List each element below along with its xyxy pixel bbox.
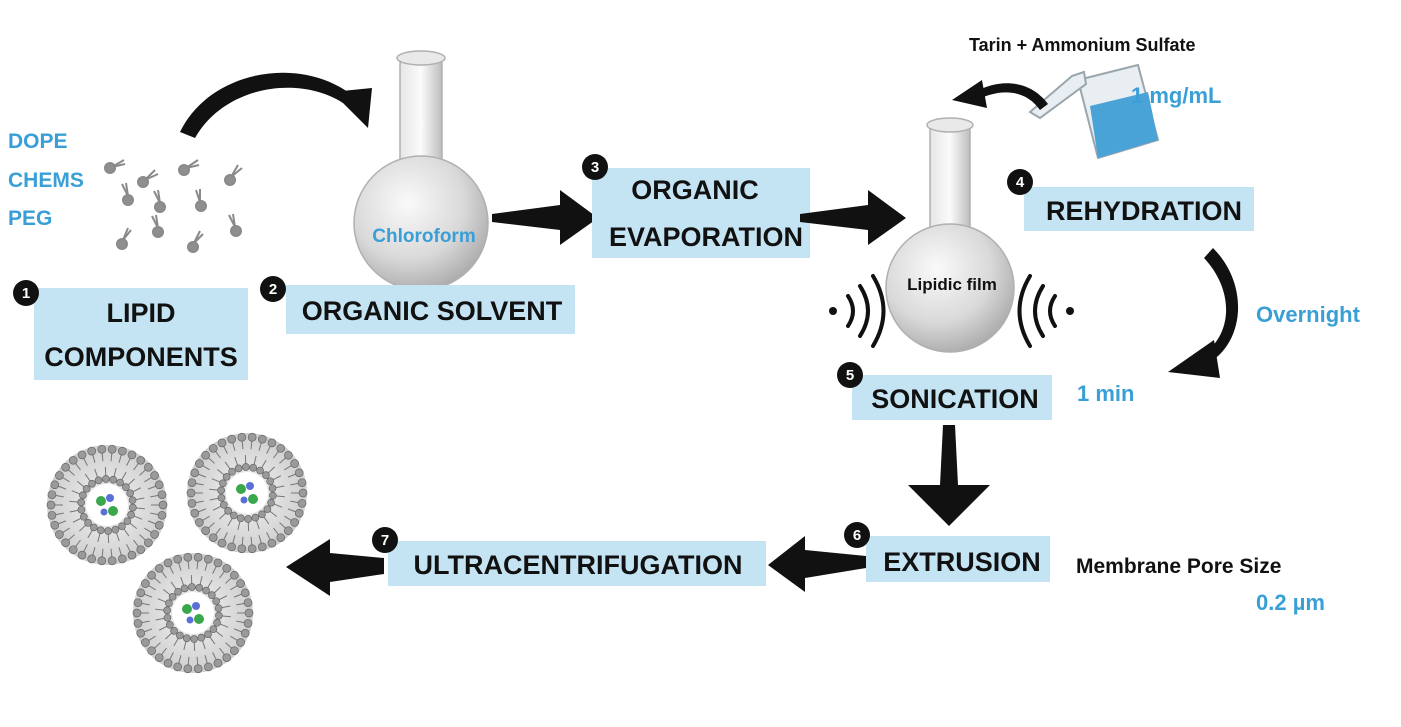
- step-3-number: 3: [591, 159, 599, 176]
- liposome-vesicle: [133, 553, 253, 673]
- flask-label-lipidic-film: Lipidic film: [907, 275, 997, 294]
- round-flask-icon: [354, 51, 488, 290]
- step-1-label-line2: COMPONENTS: [44, 342, 238, 372]
- lipid-name-chems: CHEMS: [8, 169, 84, 192]
- flask-label-chloroform: Chloroform: [372, 226, 475, 247]
- lipid-name-dope: DOPE: [8, 130, 68, 153]
- step-3-organic-evaporation: 3 ORGANIC EVAPORATION: [582, 154, 810, 258]
- step-5-label: SONICATION: [871, 384, 1039, 414]
- curved-arrow-icon: [1168, 248, 1238, 378]
- step-7-label: ULTRACENTRIFUGATION: [414, 550, 743, 580]
- step-7-ultracentrifugation: 7 ULTRACENTRIFUGATION: [372, 527, 766, 586]
- arrow-right-icon: [800, 190, 906, 245]
- curved-arrow-icon: [180, 73, 372, 138]
- step-4-rehydration: 4 REHYDRATION: [1007, 169, 1254, 231]
- step-5-number: 5: [846, 367, 854, 384]
- note-sonication-time: 1 min: [1077, 381, 1134, 406]
- arrow-left-icon: [286, 539, 384, 596]
- step-1-label-line1: LIPID: [106, 298, 175, 328]
- round-flask-icon: [886, 118, 1014, 352]
- step-5-sonication: 5 SONICATION: [837, 362, 1052, 420]
- step-2-label: ORGANIC SOLVENT: [302, 296, 563, 326]
- step-3-label-line2: EVAPORATION: [609, 222, 803, 252]
- note-membrane-pore-size: Membrane Pore Size: [1076, 555, 1281, 578]
- liposome-vesicle: [187, 433, 307, 553]
- curved-arrow-icon: [952, 80, 1048, 110]
- step-6-label: EXTRUSION: [883, 547, 1041, 577]
- arrow-right-icon: [492, 190, 598, 245]
- step-7-number: 7: [381, 532, 389, 549]
- step-6-extrusion: 6 EXTRUSION: [844, 522, 1050, 582]
- step-3-label-line1: ORGANIC: [631, 175, 759, 205]
- note-pore-value: 0.2 µm: [1256, 590, 1325, 615]
- lipid-name-peg: PEG: [8, 207, 52, 230]
- note-tarin-ammonium-sulfate: Tarin + Ammonium Sulfate: [969, 35, 1196, 55]
- sound-waves-right-icon: [1020, 276, 1075, 346]
- liposome-vesicle: [47, 445, 167, 565]
- step-1-number: 1: [22, 285, 30, 302]
- note-overnight: Overnight: [1256, 302, 1361, 327]
- step-6-number: 6: [853, 527, 861, 544]
- liposomes-icon: [47, 433, 307, 673]
- note-concentration: 1 mg/mL: [1131, 83, 1221, 108]
- step-4-number: 4: [1016, 174, 1025, 191]
- step-1-lipid-components: 1 LIPID COMPONENTS: [13, 280, 248, 380]
- step-2-number: 2: [269, 281, 277, 298]
- step-4-label: REHYDRATION: [1046, 196, 1242, 226]
- arrow-down-icon: [908, 425, 990, 526]
- beaker-icon: [1030, 65, 1158, 158]
- lipid-molecules-icon: [105, 160, 242, 252]
- sound-waves-left-icon: [829, 276, 884, 346]
